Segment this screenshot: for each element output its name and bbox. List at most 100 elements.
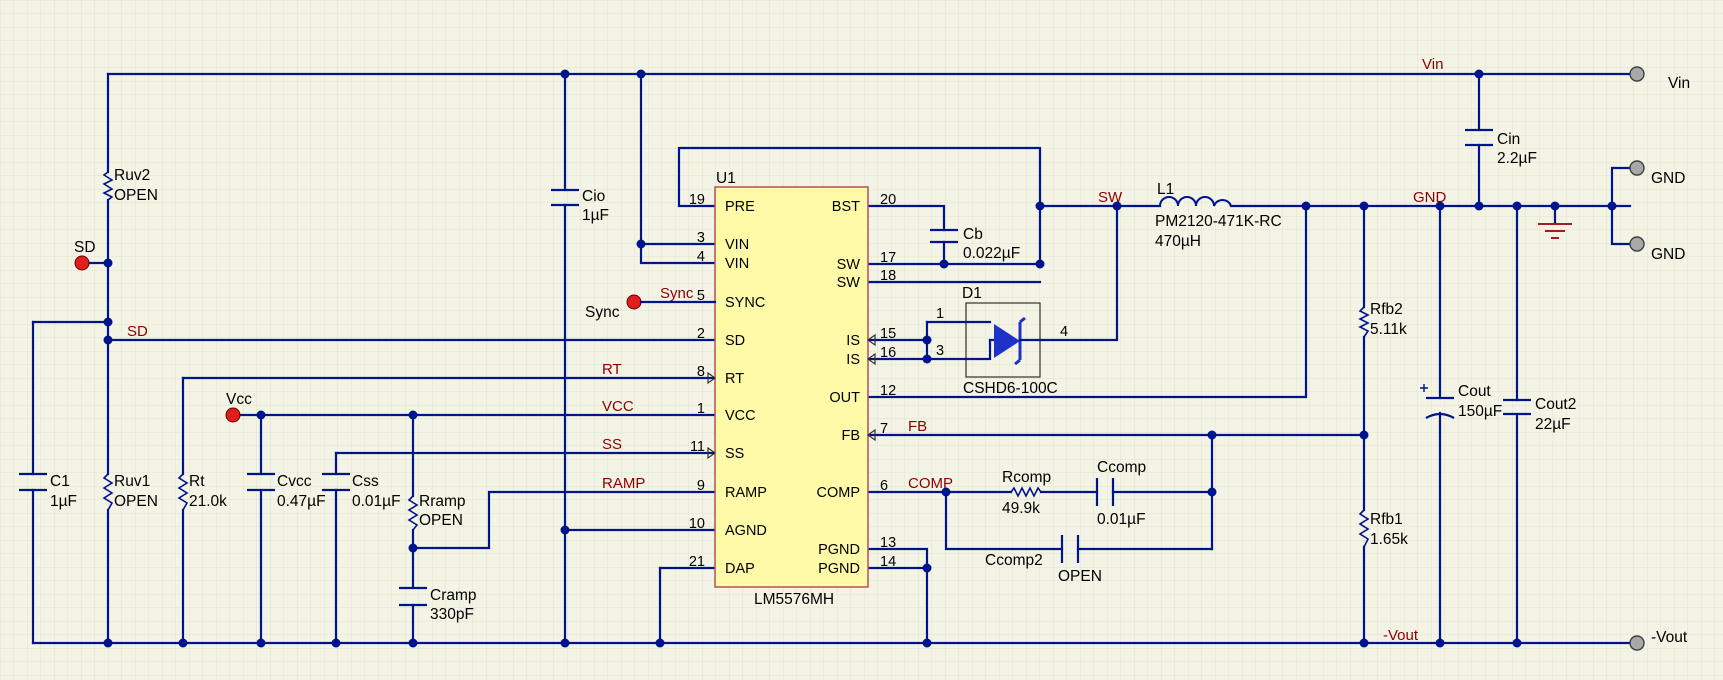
l1-value: 470µH — [1155, 233, 1201, 250]
junction-dot — [331, 638, 341, 648]
rfb2-value: 5.11k — [1370, 321, 1407, 338]
ccomp2-ref: Ccomp2 — [985, 552, 1043, 569]
resistor-ruv2 — [102, 171, 114, 201]
probe-sd-label: SD — [74, 239, 96, 256]
ic-pin-number: 6 — [880, 478, 888, 494]
terminal-vout-label: -Vout — [1651, 629, 1688, 646]
junction-dot — [922, 563, 932, 573]
terminal-vout — [1629, 635, 1645, 651]
ic-pin-number: 17 — [880, 250, 896, 266]
rcomp-ref: Rcomp — [1002, 469, 1051, 486]
terminal-vin — [1629, 66, 1645, 82]
cout-ref: Cout — [1458, 383, 1491, 400]
c1-ref: C1 — [50, 473, 70, 490]
resistor-rramp — [407, 495, 419, 531]
ic-u1[interactable]: U1 LM5576MH PRE19VIN3VIN4SYNC5SD2RT8VCC1… — [689, 170, 896, 608]
capacitor-css — [322, 472, 350, 492]
ic-pin-name: IS — [846, 333, 860, 349]
cvcc-value: 0.47µF — [277, 493, 326, 510]
ic-pin-name: SD — [725, 333, 745, 349]
rt-ref: Rt — [189, 473, 205, 490]
junction-dot — [1359, 638, 1369, 648]
ccomp-ref: Ccomp — [1097, 459, 1146, 476]
junction-dot — [103, 317, 113, 327]
junction-dot — [560, 638, 570, 648]
terminal-gnd1-label: GND — [1651, 170, 1685, 187]
ruv2-value: OPEN — [114, 187, 158, 204]
junction-dot — [560, 525, 570, 535]
junction-dot — [103, 258, 113, 268]
css-value: 0.01µF — [352, 493, 401, 510]
junction-dot — [1512, 638, 1522, 648]
capacitor-cb — [930, 228, 958, 244]
component-labels: Ruv2 OPEN Ruv1 OPEN C1 1µF Rt 21.0k Cvcc… — [50, 131, 1576, 623]
junction-dot — [103, 638, 113, 648]
cout2-ref: Cout2 — [1535, 396, 1576, 413]
ic-pin-name: VIN — [725, 237, 749, 253]
junction-dot — [922, 638, 932, 648]
inductor-l1 — [1159, 196, 1232, 207]
cb-value: 0.022µF — [963, 245, 1020, 262]
net-vcc: VCC — [602, 398, 634, 415]
rfb1-value: 1.65k — [1370, 531, 1408, 548]
resistor-rt — [177, 473, 189, 511]
ccomp-value: 0.01µF — [1097, 511, 1146, 528]
resistor-rfb2 — [1358, 306, 1370, 338]
ic-body — [714, 186, 869, 588]
l1-ref: L1 — [1157, 181, 1174, 198]
cin-value: 2.2µF — [1497, 150, 1537, 167]
ic-pin-name: PGND — [818, 561, 860, 577]
ccomp2-value: OPEN — [1058, 568, 1102, 585]
rramp-value: OPEN — [419, 512, 463, 529]
ic-pin-number: 11 — [690, 439, 705, 455]
net-comp: COMP — [908, 475, 953, 492]
ic-pin-name: BST — [832, 199, 860, 215]
diode-pin3: 3 — [936, 343, 944, 359]
css-ref: Css — [352, 473, 379, 490]
net-vin: Vin — [1422, 56, 1443, 73]
terminal-gnd1 — [1629, 160, 1645, 176]
probes[interactable]: SD Sync Vcc — [74, 239, 717, 423]
ic-pin-number: 13 — [880, 535, 896, 551]
capacitor-cio — [551, 188, 579, 207]
diode-part: CSHD6-100C — [963, 380, 1058, 397]
resistor-rfb1 — [1358, 509, 1370, 548]
cin-ref: Cin — [1497, 131, 1520, 148]
ruv1-ref: Ruv1 — [114, 473, 150, 490]
junction-dot — [922, 335, 932, 345]
cvcc-ref: Cvcc — [277, 473, 312, 490]
probe-sync-dot — [626, 294, 642, 310]
diode-triangle — [994, 324, 1020, 358]
probe-vcc-label: Vcc — [226, 391, 252, 408]
diode-ref: D1 — [962, 285, 982, 302]
junctions — [103, 69, 1617, 648]
net-ss: SS — [602, 436, 622, 453]
junction-dot — [1512, 201, 1522, 211]
rcomp-value: 49.9k — [1002, 500, 1040, 517]
ic-pin-number: 5 — [697, 288, 705, 304]
ic-pin-number: 3 — [697, 230, 705, 246]
resistor-symbols — [102, 171, 1370, 548]
capacitor-cvcc — [247, 472, 275, 492]
cio-ref: Cio — [582, 188, 605, 205]
ic-pin-number: 19 — [689, 192, 705, 208]
rfb1-ref: Rfb1 — [1370, 511, 1403, 528]
net-labels: Vin SW GND SD RT VCC SS RAMP Sync FB COM… — [127, 56, 1447, 644]
ic-pin-name: FB — [841, 428, 860, 444]
junction-dot — [408, 638, 418, 648]
terminals[interactable]: Vin GND GND -Vout — [1629, 66, 1690, 651]
diode-d1[interactable]: D1 CSHD6-100C 1 3 4 — [936, 285, 1068, 397]
ic-pin-name: SS — [725, 446, 744, 462]
ic-pin-number: 18 — [880, 268, 896, 284]
net-fb: FB — [908, 418, 927, 435]
ic-pin-number: 1 — [697, 401, 705, 417]
junction-dot — [103, 335, 113, 345]
ic-pin-number: 20 — [880, 192, 896, 208]
junction-dot — [1359, 430, 1369, 440]
junction-dot — [636, 239, 646, 249]
capacitor-cin — [1465, 128, 1493, 147]
junction-dot — [1550, 201, 1560, 211]
ic-pin-name: AGND — [725, 523, 767, 539]
ic-pin-number: 12 — [880, 383, 896, 399]
junction-dot — [939, 259, 949, 269]
